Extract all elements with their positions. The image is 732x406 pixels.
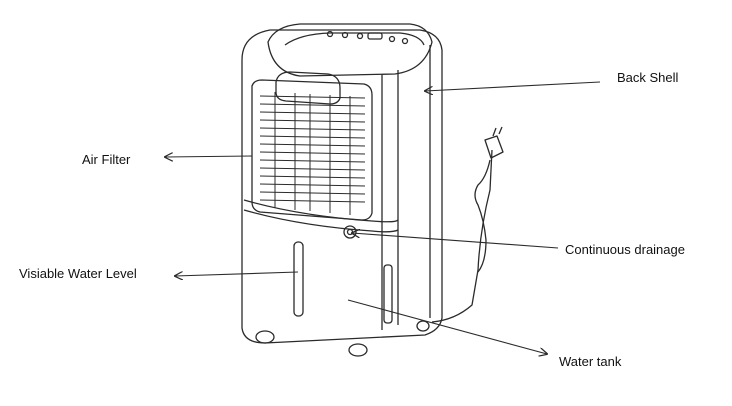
water-level-leader — [175, 272, 299, 276]
wheel-left — [255, 330, 275, 344]
water-level-window — [293, 241, 304, 317]
drain-outlet — [343, 225, 357, 239]
label-air-filter: Air Filter — [82, 152, 131, 167]
label-visible-water-level: Visiable Water Level — [19, 266, 137, 281]
top-panel — [267, 23, 433, 77]
drainage-leader — [352, 233, 559, 249]
label-back-shell: Back Shell — [617, 70, 679, 85]
water-tank-leader — [347, 299, 547, 354]
back-shell-leader — [425, 81, 601, 91]
unit-body — [241, 29, 443, 344]
label-continuous-drainage: Continuous drainage — [565, 242, 685, 257]
wheel-right — [348, 343, 368, 357]
grille-slats — [259, 92, 366, 215]
power-plug — [484, 135, 504, 159]
control-buttons — [326, 30, 409, 45]
power-cord — [431, 149, 493, 323]
air-filter-grille — [251, 79, 373, 221]
air-filter-leader — [165, 156, 253, 157]
label-water-tank: Water tank — [559, 354, 622, 369]
